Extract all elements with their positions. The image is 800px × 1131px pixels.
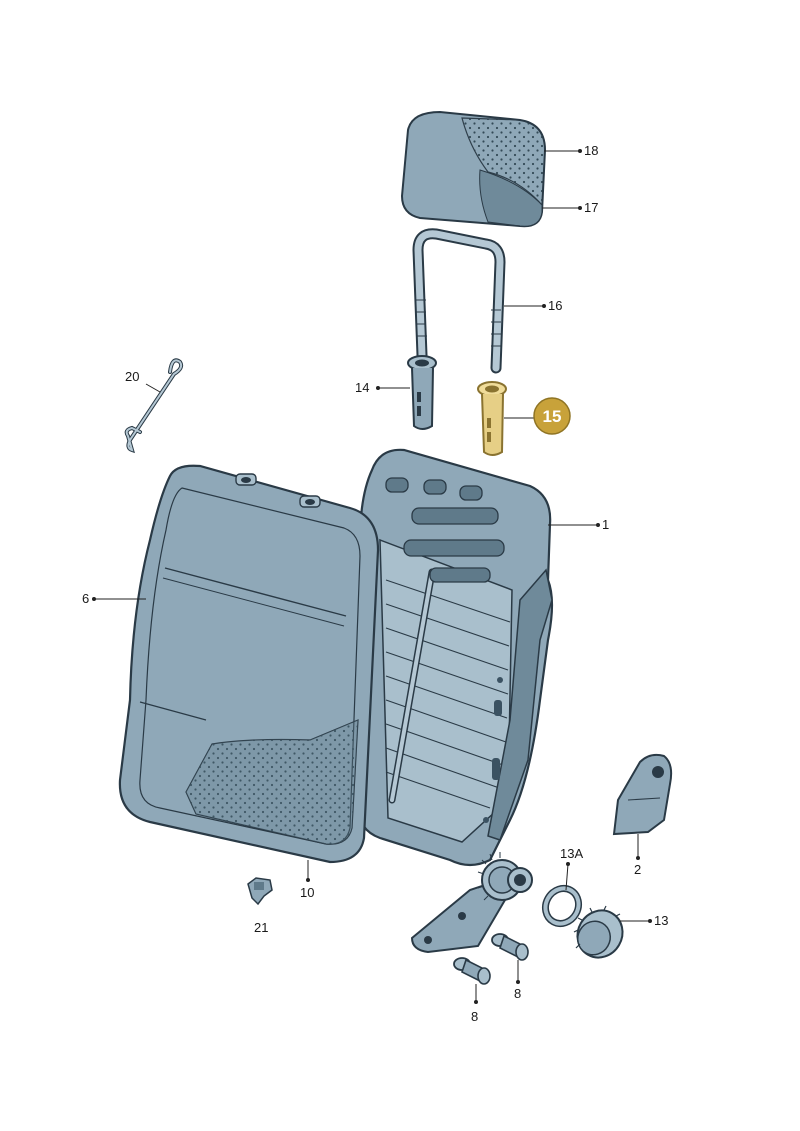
recliner-bracket xyxy=(410,852,533,954)
callout-15-highlighted: 15 xyxy=(504,397,571,435)
retaining-clip xyxy=(247,877,273,906)
callout-2: 2 xyxy=(634,834,641,877)
backrest-frame xyxy=(356,448,554,867)
callout-21: 21 xyxy=(254,920,268,935)
callout-14: 14 xyxy=(355,380,410,395)
callout-label: 21 xyxy=(254,920,268,935)
callout-label: 10 xyxy=(300,885,314,900)
callout-8-lower: 8 xyxy=(471,984,478,1024)
headrest xyxy=(400,110,547,228)
side-cover xyxy=(612,753,673,836)
bolt-upper xyxy=(491,933,529,961)
callout-18: 18 xyxy=(544,143,598,158)
callout-1: 1 xyxy=(548,517,609,532)
spacer-ring xyxy=(541,884,583,928)
callout-label: 1 xyxy=(602,517,609,532)
callout-label: 17 xyxy=(584,200,598,215)
callout-20: 20 xyxy=(125,369,161,393)
backrest-pad xyxy=(118,464,380,864)
callout-label: 14 xyxy=(355,380,369,395)
headrest-guide-bar xyxy=(412,228,506,374)
callout-label: 13 xyxy=(654,913,668,928)
highlight-badge xyxy=(533,397,571,435)
handwheel xyxy=(573,905,624,959)
guide-sleeve-left xyxy=(407,355,437,430)
callout-label: 8 xyxy=(471,1009,478,1024)
callout-label: 20 xyxy=(125,369,139,384)
callout-label: 8 xyxy=(514,986,521,1001)
highlight-badge-label: 15 xyxy=(543,407,562,426)
wire-clip xyxy=(124,358,184,454)
callout-label: 18 xyxy=(584,143,598,158)
bolt-lower xyxy=(453,957,491,985)
callout-17: 17 xyxy=(542,200,598,215)
callout-16: 16 xyxy=(504,298,562,313)
callout-label: 16 xyxy=(548,298,562,313)
callout-label: 13A xyxy=(560,846,583,861)
callout-10: 10 xyxy=(300,860,314,900)
callout-label: 2 xyxy=(634,862,641,877)
guide-sleeve-highlighted xyxy=(477,381,507,456)
callout-6: 6 xyxy=(82,591,146,606)
callout-label: 6 xyxy=(82,591,89,606)
callout-13a: 13A xyxy=(560,846,583,891)
callout-8-upper: 8 xyxy=(514,960,521,1001)
callout-13: 13 xyxy=(620,913,668,928)
